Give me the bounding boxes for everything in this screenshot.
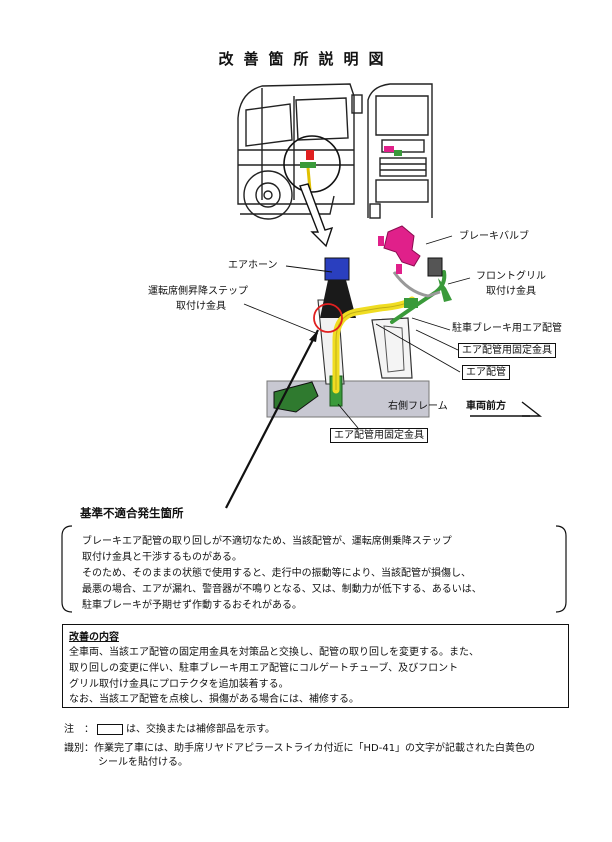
label-fix-bracket-bottom: エア配管用固定金具 bbox=[330, 428, 428, 443]
notice-line: 最悪の場合、エアが漏れ、警音器が不鳴りとなる、又は、制動力が低下する、あるいは、 bbox=[82, 584, 482, 595]
nonconformity-heading: 基準不適合発生箇所 bbox=[80, 506, 184, 520]
notice-line: そのため、そのままの状態で使用すると、走行中の振動等により、当該配管が損傷し、 bbox=[82, 568, 471, 579]
label-brake-valve: ブレーキバルブ bbox=[459, 231, 529, 242]
detail-arrow bbox=[299, 183, 334, 248]
label-front-grill-2: 取付け金具 bbox=[486, 286, 536, 297]
id-note: 識別：作業完了車には、助手席リヤドアピラーストライカ付近に「HD-41」の文字が… bbox=[64, 739, 535, 754]
label-forward: 車両前方 bbox=[466, 401, 506, 412]
truck-front-view bbox=[367, 83, 433, 219]
fix-line: なお、当該エア配管を点検し、損傷がある場合には、補修する。 bbox=[69, 694, 359, 705]
label-step-2: 取付け金具 bbox=[176, 301, 226, 312]
id-line-1: 作業完了車には、助手席リヤドアピラーストライカ付近に「HD-41」の文字が記載さ… bbox=[94, 743, 536, 754]
forward-arrow bbox=[470, 401, 543, 417]
id-prefix: 識別： bbox=[64, 743, 94, 754]
notice-line: 駐車ブレーキが予期せず作動するおそれがある。 bbox=[82, 600, 302, 611]
nonconformity-circle bbox=[313, 303, 343, 333]
note-text: は、交換または補修部品を示す。 bbox=[126, 724, 275, 735]
brake-valve-shape bbox=[383, 225, 421, 267]
air-horn-shape bbox=[324, 257, 350, 281]
notice-line: 取付け金具と干渉するものがある。 bbox=[82, 552, 242, 563]
fix-line: グリル取付け金具にプロテクタを追加装着する。 bbox=[69, 679, 289, 690]
notice-box: ブレーキエア配管の取り回しが不適切なため、当該配管が、運転席側乗降ステップ 取付… bbox=[62, 526, 567, 614]
label-fix-bracket-right: エア配管用固定金具 bbox=[458, 343, 556, 358]
label-right-frame: 右側フレーム bbox=[388, 401, 448, 412]
fix-line: 全車両、当該エア配管の固定用金具を対策品と交換し、配管の取り回しを変更する。また… bbox=[69, 647, 479, 658]
label-parking-pipe: 駐車ブレーキ用エア配管 bbox=[452, 323, 562, 334]
label-step-1: 運転席側昇降ステップ bbox=[148, 286, 248, 297]
fix-heading: 改善の内容 bbox=[69, 632, 119, 643]
label-air-horn: エアホーン bbox=[228, 260, 278, 271]
page-title: 改善箇所説明図 bbox=[218, 50, 394, 68]
notice-line: ブレーキエア配管の取り回しが不適切なため、当該配管が、運転席側乗降ステップ bbox=[82, 536, 452, 547]
nonconformity-leader bbox=[225, 329, 319, 509]
detail-circle bbox=[283, 135, 341, 193]
legend-swatch bbox=[97, 723, 123, 735]
label-air-pipe: エア配管 bbox=[462, 365, 510, 380]
note-prefix: 注 ： bbox=[64, 724, 94, 735]
fix-box: 改善の内容 全車両、当該エア配管の固定用金具を対策品と交換し、配管の取り回しを変… bbox=[62, 624, 569, 708]
label-front-grill-1: フロントグリル bbox=[476, 271, 546, 282]
notice-brackets bbox=[61, 525, 567, 613]
truck-diagram bbox=[225, 83, 543, 509]
id-line-2: シールを貼付ける。 bbox=[98, 757, 188, 768]
truck-side-view bbox=[237, 83, 363, 220]
fix-line: 取り回しの変更に伴い、駐車ブレーキ用エア配管にコルゲートチューブ、及びフロント bbox=[69, 663, 459, 674]
legend-note: 注 ： は、交換または補修部品を示す。 bbox=[64, 720, 275, 735]
